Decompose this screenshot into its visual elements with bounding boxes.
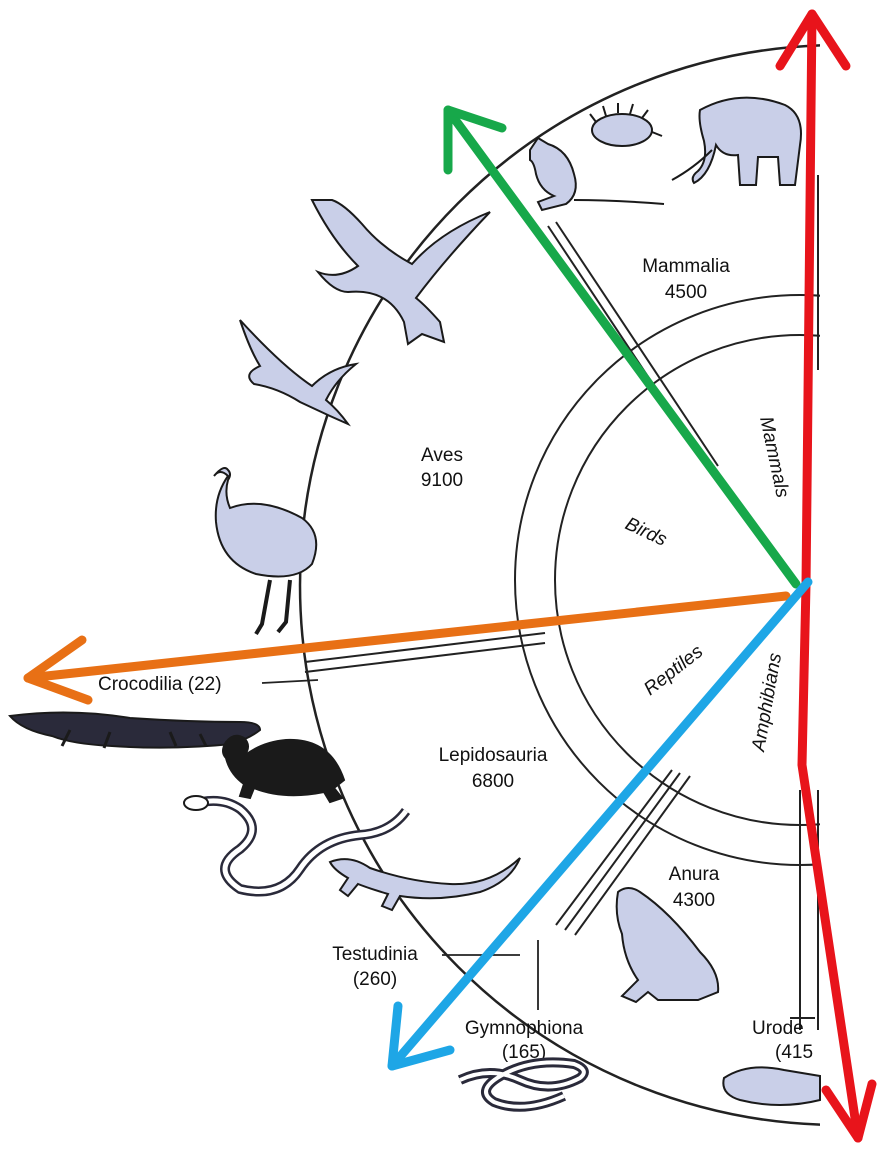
echidna-icon: [590, 103, 662, 146]
anura-count: 4300: [673, 890, 715, 911]
swallow-icon: [240, 320, 356, 424]
salamander-icon: [723, 1067, 820, 1105]
mammalia-count: 4500: [665, 282, 707, 303]
crocodile-icon: [10, 712, 260, 748]
testudinia-label: Testudinia: [332, 944, 418, 965]
caecilian-icon: [460, 1062, 584, 1106]
aves-label: Aves: [421, 445, 463, 466]
amphibians-ring-label: Amphibians: [748, 651, 786, 754]
crocodilia-label: Crocodilia (22): [98, 674, 222, 695]
elephant-icon: [672, 98, 801, 185]
reptiles-ring-label: Reptiles: [640, 641, 707, 700]
urodela-count: (415: [775, 1042, 813, 1063]
anura-label: Anura: [669, 864, 720, 885]
inner-ring-outer: [515, 295, 884, 865]
birds-ring-label: Birds: [622, 513, 671, 551]
kangaroo-icon: [530, 138, 664, 210]
turtle-icon: [223, 736, 344, 802]
aves-count: 9100: [421, 470, 463, 491]
gymnophiona-label: Gymnophiona: [465, 1018, 584, 1039]
mammals-ring-label: Mammals: [755, 415, 793, 500]
urodela-label: Urode: [752, 1018, 804, 1039]
mammalia-label: Mammalia: [642, 256, 730, 277]
inner-ring-inner: [555, 335, 884, 825]
testudinia-count: (260): [353, 969, 397, 990]
lepidosauria-count: 6800: [472, 771, 514, 792]
lepidosauria-label: Lepidosauria: [439, 745, 548, 766]
gull-icon: [312, 200, 490, 344]
lizard-icon: [330, 858, 520, 910]
